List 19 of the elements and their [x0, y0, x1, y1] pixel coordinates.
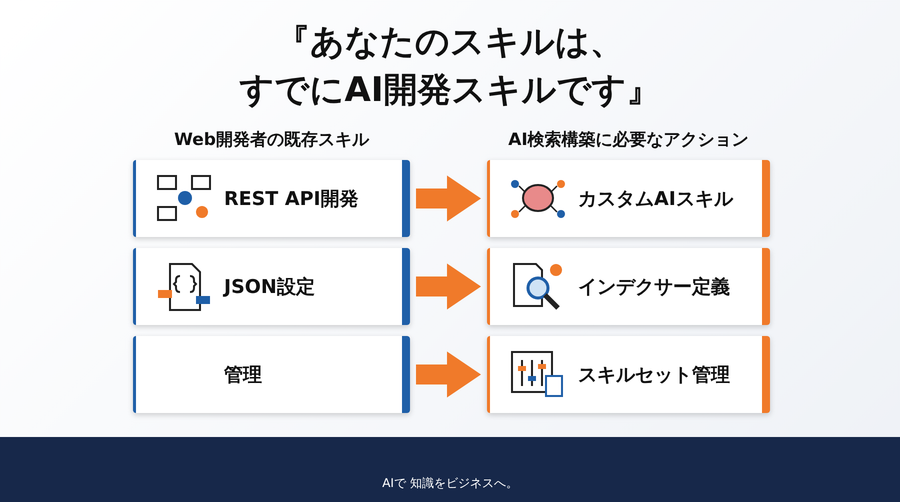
- arrow: [416, 264, 481, 310]
- card-label: スキルセット管理: [578, 362, 730, 388]
- card-label: インデクサー定義: [578, 274, 730, 300]
- skill-card: [487, 160, 770, 237]
- skill-card: [133, 160, 410, 237]
- skill-card: [133, 336, 410, 413]
- tagline: AIで 知識をビジネスへ。: [381, 475, 519, 492]
- skill-card: [487, 336, 770, 413]
- skill-card: [133, 248, 410, 325]
- card-label: 管理: [224, 362, 262, 388]
- card-label: JSON設定: [224, 274, 315, 300]
- card-label: カスタムAIスキル: [578, 186, 733, 212]
- column-heading: AI検索構築に必要なアクション: [507, 129, 750, 151]
- arrow: [416, 352, 481, 398]
- skill-card: [487, 248, 770, 325]
- arrow: [416, 176, 481, 222]
- title: 『あなたのスキルは、すでにAI開発スキルです』: [238, 21, 662, 112]
- column-heading: Web開発者の既存スキル: [173, 129, 370, 151]
- card-label: REST API開発: [224, 186, 359, 212]
